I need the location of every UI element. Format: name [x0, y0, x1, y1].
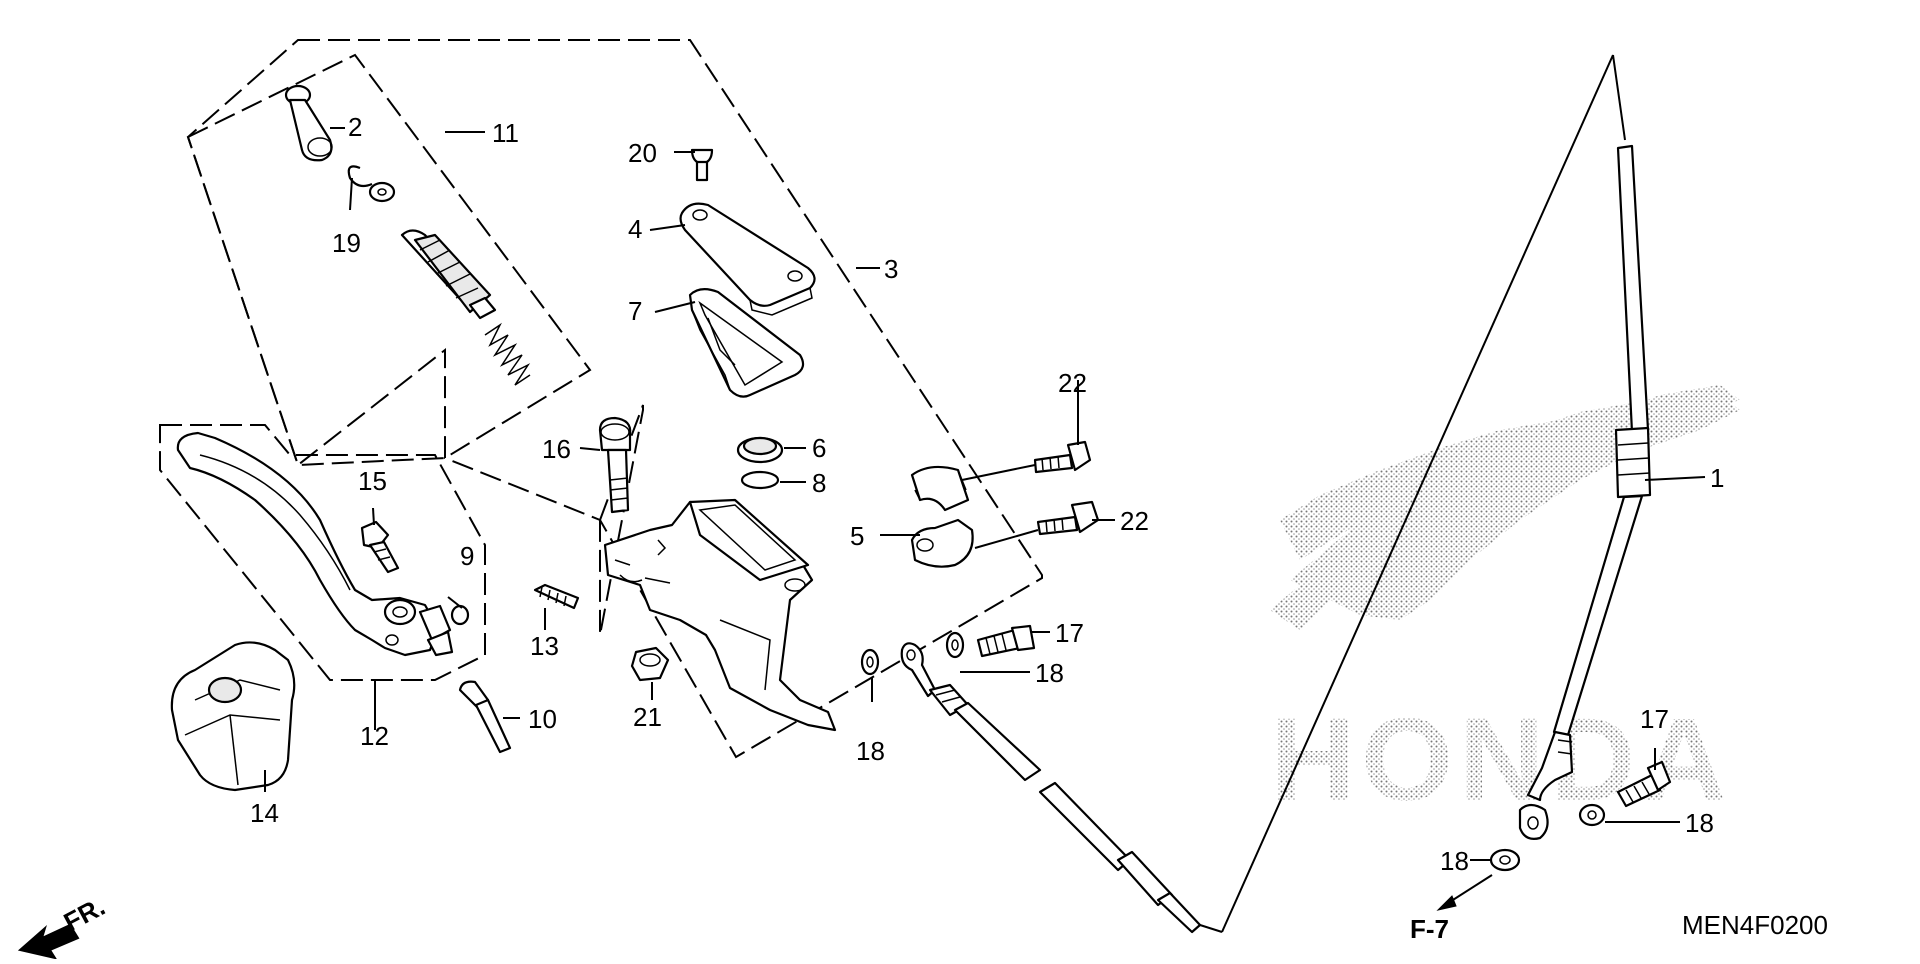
connector-line-top: [1612, 54, 1626, 141]
part-ring: [740, 470, 780, 490]
honda-wordmark: HONDA: [1270, 694, 1733, 826]
callout-2: 2: [348, 112, 362, 142]
part-piston-cap: [284, 84, 333, 162]
part-holder-upper: [910, 465, 970, 512]
callout-18-right-of-bolt: 18: [1035, 658, 1064, 688]
connector-line-end: [1199, 924, 1223, 933]
part-lever-pin: [458, 680, 512, 754]
callout-7: 7: [628, 296, 642, 326]
honda-text-watermark: HONDA: [1270, 694, 1733, 826]
front-direction-arrow-icon: FR.: [17, 891, 110, 960]
callout-11: 11: [492, 118, 519, 148]
part-lever-screw: [360, 520, 400, 574]
leader-lines: [264, 127, 1706, 861]
part-lever-cover: [170, 641, 296, 792]
callout-20: 20: [628, 138, 657, 168]
honda-wing-watermark: [1270, 385, 1740, 630]
part-brake-hose: [900, 642, 1202, 934]
part-pivot-bolt: [598, 416, 632, 514]
outline-group-11: [186, 53, 592, 467]
callout-1: 1: [1710, 463, 1724, 493]
callout-12: 12: [360, 721, 389, 751]
callout-5: 5: [850, 521, 864, 551]
part-diaphragm-plate: [688, 288, 805, 398]
part-washer-18d: [1578, 803, 1606, 827]
part-holder-bolt-upper: [1033, 440, 1092, 474]
callout-22-lower: 22: [1120, 506, 1149, 536]
callout-17-right: 17: [1640, 704, 1669, 734]
callout-16: 16: [542, 434, 571, 464]
callout-14: 14: [250, 798, 279, 828]
part-screw-20: [690, 148, 714, 182]
callout-8: 8: [812, 468, 826, 498]
part-adjuster-screw: [533, 583, 580, 610]
callout-22-upper: 22: [1058, 368, 1087, 398]
callout-18-below-washer: 18: [856, 736, 885, 766]
callout-17-left: 17: [1055, 618, 1084, 648]
callout-3: 3: [884, 254, 898, 284]
part-small-ring: [450, 604, 470, 626]
diagram-code: MEN4F0200: [1682, 910, 1828, 940]
part-oil-bolt-17a: [976, 624, 1036, 658]
part-brake-lever: [176, 431, 454, 657]
callout-6: 6: [812, 433, 826, 463]
part-circlip: [347, 165, 373, 188]
part-washer-18b: [945, 631, 965, 659]
part-diaphragm-float: [736, 436, 784, 464]
part-washer-18c: [1489, 848, 1521, 872]
part-washer-18a: [860, 648, 880, 676]
callout-19: 19: [332, 228, 361, 258]
part-piston-boot: [400, 229, 497, 320]
part-nut: [630, 646, 670, 682]
callout-labels: 2 11 19 20 4 3 7 22 16 6 8 15 5 22 9 13 …: [250, 112, 1724, 876]
part-holder-bolt-lower: [1036, 500, 1100, 536]
callout-18-lower: 18: [1440, 846, 1469, 876]
callout-9: 9: [460, 541, 474, 571]
part-spring: [484, 322, 531, 386]
callout-21: 21: [633, 702, 662, 732]
outline-group-12: [159, 424, 486, 681]
part-brake-hose-upper: [1518, 144, 1652, 840]
callout-15: 15: [358, 466, 387, 496]
callout-18-right: 18: [1685, 808, 1714, 838]
part-master-cylinder-body: [603, 498, 837, 732]
callout-13: 13: [530, 631, 559, 661]
callout-10: 10: [528, 704, 557, 734]
ref-arrow: [1436, 874, 1493, 911]
part-holder-lower: [910, 518, 974, 568]
part-washer: [368, 181, 396, 203]
part-oil-bolt-17b: [1616, 760, 1672, 808]
connector-line-diag: [1221, 54, 1614, 933]
callout-4: 4: [628, 214, 642, 244]
ref-f7-label: F-7: [1410, 914, 1449, 944]
